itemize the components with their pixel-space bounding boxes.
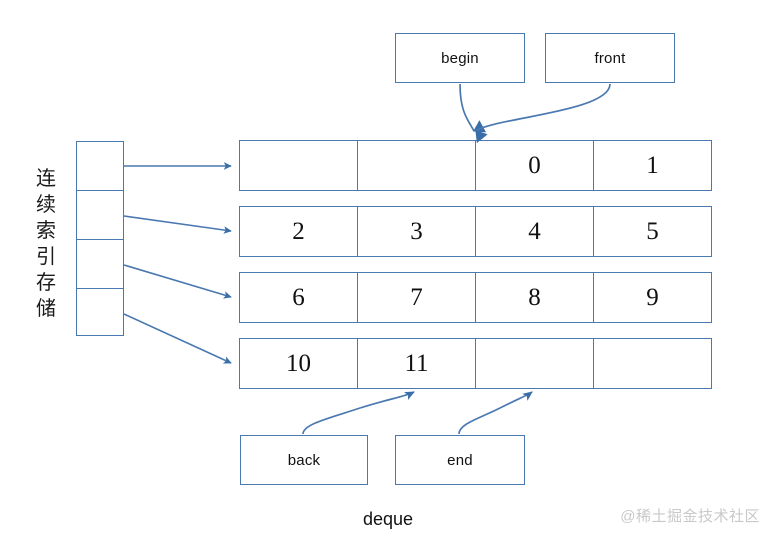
connector-index1-to-row1 xyxy=(123,215,232,234)
watermark: @稀土掘金技术社区 xyxy=(620,508,760,525)
arrow-back-to-cell11 xyxy=(302,391,415,435)
buffer-row-0: 0 1 xyxy=(239,140,712,191)
pointer-label-begin: begin xyxy=(441,49,479,67)
buffer-cell[interactable]: 1 xyxy=(646,151,659,179)
arrow-front-to-cell0 xyxy=(475,83,611,144)
buffer-cell[interactable]: 4 xyxy=(476,207,594,256)
index-cell-2[interactable] xyxy=(77,240,123,289)
buffer-cell[interactable] xyxy=(594,339,711,388)
pointer-label-end: end xyxy=(447,451,473,469)
buffer-cell[interactable]: 10 xyxy=(240,339,358,388)
buffer-cell[interactable]: 8 xyxy=(476,273,594,322)
pointer-label-front: front xyxy=(594,49,626,67)
diagram-caption: deque xyxy=(362,509,414,529)
buffer-cell[interactable] xyxy=(358,141,476,190)
buffer-cell[interactable] xyxy=(240,141,358,190)
index-column xyxy=(76,141,124,336)
index-label-char-3: 引 xyxy=(36,246,56,268)
index-label-char-5: 储 xyxy=(36,298,56,320)
buffer-cell[interactable]: 5 xyxy=(646,217,659,245)
pointer-box-begin[interactable]: begin xyxy=(395,33,525,83)
connector-index3-to-row3 xyxy=(123,313,232,364)
arrow-begin-to-cell0 xyxy=(459,83,487,133)
buffer-cell[interactable]: 7 xyxy=(358,273,476,322)
buffer-cell[interactable] xyxy=(476,339,594,388)
index-label-char-1: 续 xyxy=(36,194,56,216)
buffer-cell[interactable]: 3 xyxy=(358,207,476,256)
buffer-cell[interactable]: 11 xyxy=(358,339,476,388)
index-label-char-4: 存 xyxy=(36,272,56,294)
index-cell-0[interactable] xyxy=(77,142,123,191)
pointer-label-back: back xyxy=(287,451,321,469)
pointer-box-end[interactable]: end xyxy=(395,435,525,485)
buffer-row-1: 2 3 4 5 xyxy=(239,206,712,257)
index-cell-1[interactable] xyxy=(77,191,123,240)
arrow-end-to-cell-empty xyxy=(458,391,533,435)
pointer-box-front[interactable]: front xyxy=(545,33,675,83)
connector-index2-to-row2 xyxy=(123,264,232,299)
buffer-cell[interactable]: 9 xyxy=(646,283,659,311)
buffer-row-3: 10 11 xyxy=(239,338,712,389)
buffer-cell[interactable]: 6 xyxy=(240,273,358,322)
index-column-label: 连 续 索 引 存 储 xyxy=(30,166,62,322)
buffer-row-2: 6 7 8 9 xyxy=(239,272,712,323)
index-label-char-2: 索 xyxy=(36,220,56,242)
index-label-char-0: 连 xyxy=(36,168,56,190)
buffer-cell[interactable]: 2 xyxy=(240,207,358,256)
pointer-box-back[interactable]: back xyxy=(240,435,368,485)
index-cell-3[interactable] xyxy=(77,289,123,337)
buffer-cell[interactable]: 0 xyxy=(476,141,594,190)
